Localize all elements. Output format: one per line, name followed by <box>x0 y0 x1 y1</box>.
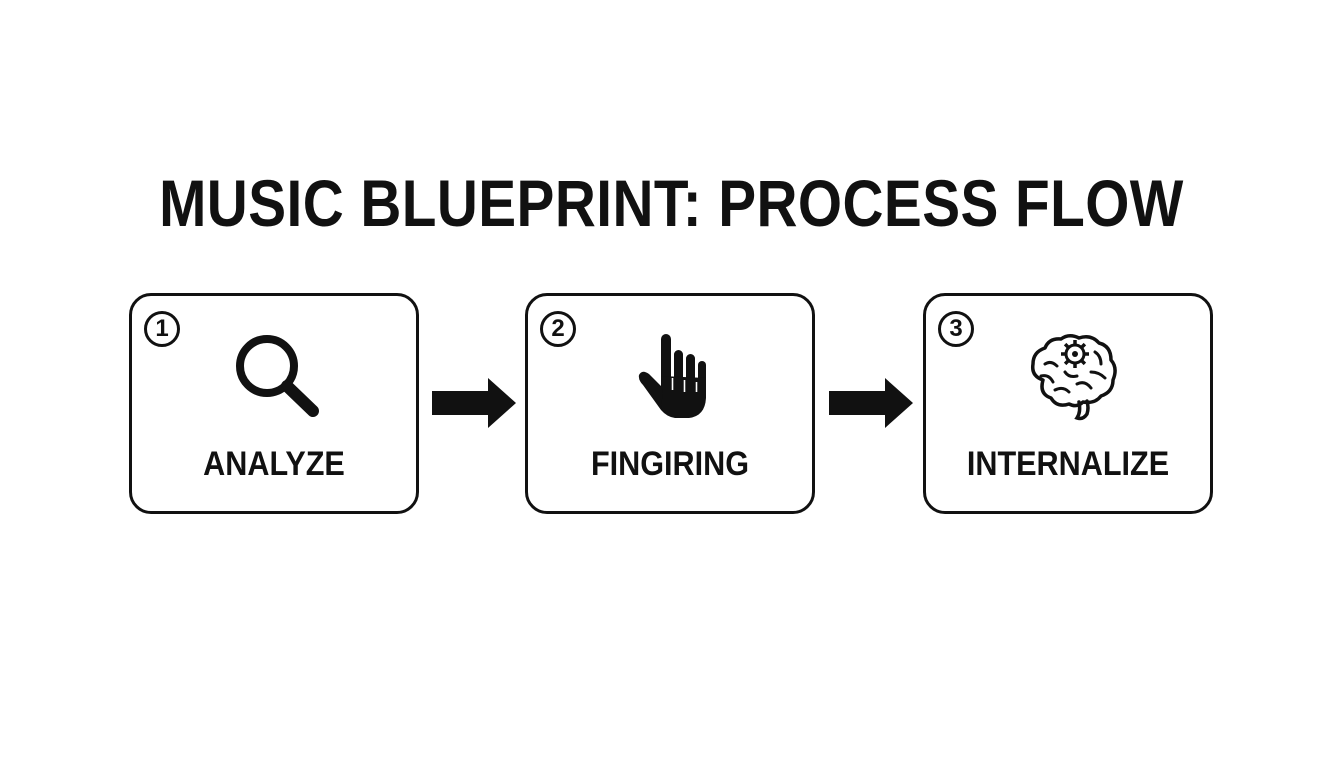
step-label: INTERNALIZE <box>966 445 1170 483</box>
step-number-badge: 1 <box>144 311 180 347</box>
step-label: ANALYZE <box>203 445 345 483</box>
step-box-internalize: 3 <box>923 293 1213 514</box>
step-number-badge: 2 <box>540 311 576 347</box>
arrow-right-icon <box>432 378 516 428</box>
step-box-fingiring: 2 FINGIRING <box>525 293 815 514</box>
step-box-analyze: 1 ANALYZE <box>129 293 419 514</box>
arrow-right-icon <box>829 378 913 428</box>
diagram-title: MUSIC BLUEPRINT: PROCESS FLOW <box>159 166 1184 240</box>
pointing-hand-icon <box>623 328 723 424</box>
brain-gear-icon <box>1021 328 1121 424</box>
step-number-badge: 3 <box>938 311 974 347</box>
magnifying-glass-icon <box>227 328 327 424</box>
step-label: FINGIRING <box>590 445 750 483</box>
